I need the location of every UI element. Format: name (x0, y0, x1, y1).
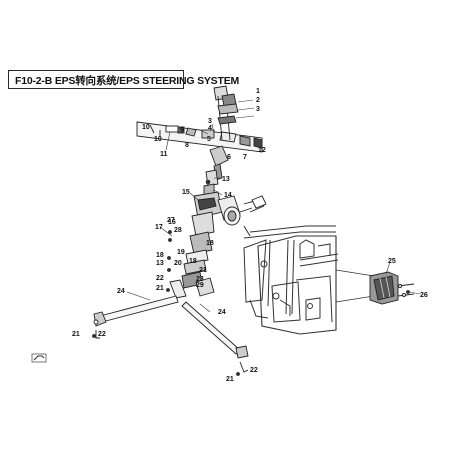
callout-label: 24 (218, 309, 226, 316)
mounting-bolts (92, 179, 410, 376)
callout-label: 3 (208, 118, 212, 125)
tie-rods (93, 295, 249, 373)
diagram-title-box: F10-2-B EPS转向系统/EPS STEERING SYSTEM (8, 70, 239, 89)
callout-label: 28 (174, 227, 182, 234)
callout-label: 21 (226, 376, 234, 383)
callout-label: 25 (388, 258, 396, 265)
callout-label: 19 (177, 249, 185, 256)
callout-label: 11 (160, 151, 168, 158)
callout-label: 13 (222, 176, 230, 183)
callout-label: 26 (420, 292, 428, 299)
callout-label: 8 (185, 142, 189, 149)
eps-controller (369, 271, 415, 305)
callout-label: 5 (207, 136, 211, 143)
callout-label: 22 (250, 367, 258, 374)
callout-label: 21 (72, 331, 80, 338)
handlebar-assembly (136, 121, 263, 153)
callout-label: 15 (182, 189, 190, 196)
callout-label: 16 (168, 219, 176, 226)
callout-label: 10 (142, 124, 150, 131)
zoom-leader-lines (335, 269, 375, 303)
callout-label: 4 (208, 125, 212, 132)
callout-label: 20 (174, 260, 182, 267)
callout-label: 21 (156, 285, 164, 292)
callout-label: 18 (189, 258, 197, 265)
callout-label: 13 (156, 260, 164, 267)
callout-label: 12 (258, 147, 266, 154)
callout-label: 6 (227, 154, 231, 161)
callout-label: 23 (196, 276, 204, 283)
callout-label: 24 (117, 288, 125, 295)
callout-label: 18 (206, 240, 214, 247)
callout-leader-lines (126, 99, 421, 313)
diagram-title: F10-2-B EPS转向系统/EPS STEERING SYSTEM (15, 75, 240, 87)
callout-label: 3 (256, 106, 260, 113)
callout-label: 14 (224, 192, 232, 199)
callout-label: 22 (98, 331, 106, 338)
callout-label: 9 (180, 127, 184, 134)
callout-label: 22 (156, 275, 164, 282)
vehicle-frame (243, 225, 339, 335)
callout-label: 10 (154, 136, 162, 143)
callout-label: 1 (256, 88, 260, 95)
callout-label: 27 (167, 217, 175, 224)
callout-label: 29 (196, 282, 204, 289)
callout-label: 18 (156, 252, 164, 259)
callout-label: 21 (199, 267, 207, 274)
eps-motor-unit (169, 191, 267, 299)
cfmoto-logo (31, 353, 47, 363)
callout-label: 7 (243, 154, 247, 161)
callout-label: 2 (256, 97, 260, 104)
callout-label: 17 (155, 224, 163, 231)
callout-labels: 1 2 3 3 4 5 6 7 8 9 10 10 11 12 13 14 15… (72, 88, 428, 383)
